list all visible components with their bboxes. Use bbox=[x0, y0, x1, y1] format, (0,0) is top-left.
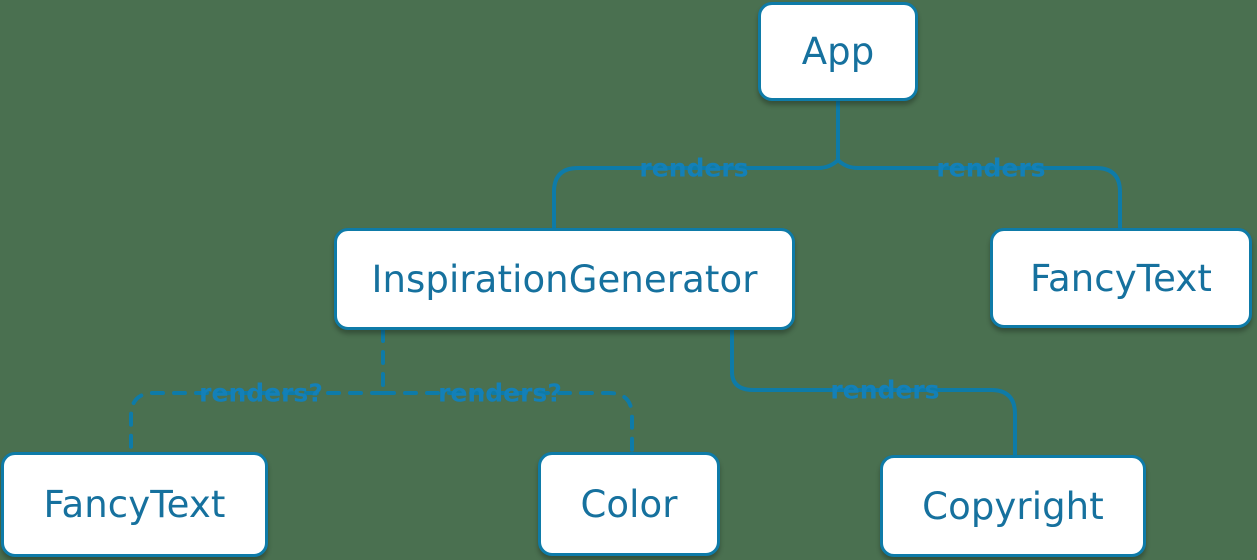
node-copyright-label: Copyright bbox=[922, 484, 1104, 528]
edge-inspirationgenerator-to-fancytext-bottom bbox=[129, 391, 385, 454]
edge-label-app-to-fancytext: renders bbox=[936, 153, 1046, 183]
node-app[interactable]: App bbox=[758, 2, 918, 101]
node-inspirationgenerator[interactable]: InspirationGenerator bbox=[334, 228, 795, 330]
node-fancytext-bottom-label: FancyText bbox=[43, 483, 226, 526]
node-fancytext-bottom[interactable]: FancyText bbox=[1, 452, 268, 557]
node-color-label: Color bbox=[580, 482, 678, 526]
edge-app-to-fancytext bbox=[836, 158, 1122, 230]
node-app-label: App bbox=[801, 30, 875, 73]
edge-label-app-to-inspirationgenerator: renders bbox=[639, 153, 749, 183]
node-fancytext-top[interactable]: FancyText bbox=[990, 228, 1252, 328]
edge-label-inspirationgenerator-to-copyright: renders bbox=[830, 375, 940, 405]
edge-label-inspirationgenerator-to-fancytext-bottom: renders? bbox=[199, 378, 323, 408]
node-inspirationgenerator-label: InspirationGenerator bbox=[371, 257, 758, 301]
edge-inspirationgenerator-to-color bbox=[381, 391, 634, 454]
node-fancytext-top-label: FancyText bbox=[1030, 256, 1212, 300]
edge-app-to-inspirationgenerator bbox=[552, 158, 840, 230]
edge-label-inspirationgenerator-to-color: renders? bbox=[438, 378, 562, 408]
node-copyright[interactable]: Copyright bbox=[880, 455, 1146, 557]
edge-inspirationgenerator-to-copyright bbox=[730, 328, 1017, 457]
node-color[interactable]: Color bbox=[538, 452, 720, 556]
